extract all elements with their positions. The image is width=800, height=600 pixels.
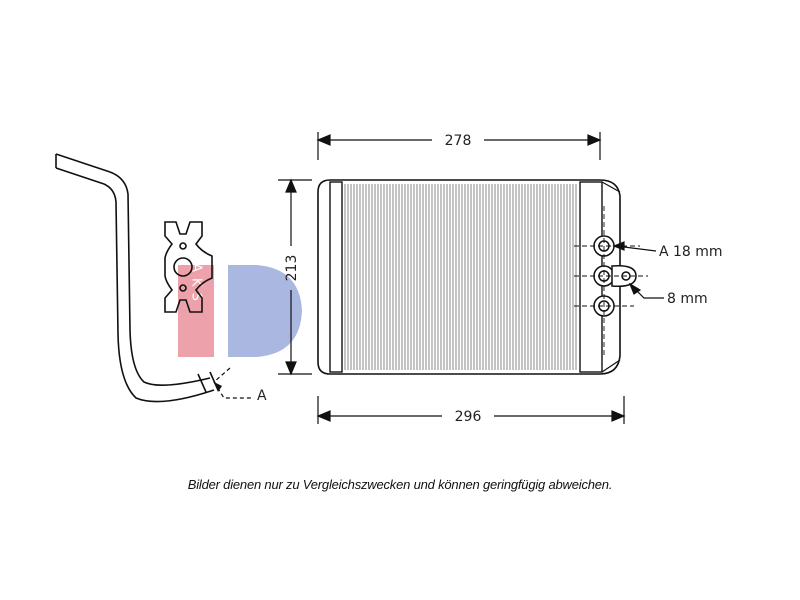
pipe-inner-edge	[55, 167, 215, 403]
dimension-height	[278, 178, 312, 376]
mounting-bracket	[164, 221, 213, 313]
bracket-hole-top	[179, 242, 187, 250]
dimension-bottom-width	[316, 396, 626, 424]
pipe-size-callout	[612, 241, 657, 252]
detail-a-callout: A	[213, 367, 267, 404]
bolt-size-callout	[628, 282, 664, 299]
detail-a-label: A	[257, 388, 267, 404]
detail-a-leader	[213, 367, 252, 399]
radiator-core	[317, 179, 621, 375]
bracket-outline	[164, 221, 213, 313]
core-fins	[344, 184, 577, 370]
port-centerlines	[574, 206, 648, 358]
tank-end-plate	[601, 181, 621, 373]
pipe-size-label: A 18 mm	[659, 244, 723, 260]
pipe-outer-edge	[55, 153, 211, 386]
core-outline	[317, 179, 621, 375]
bolt-size-label: 8 mm	[667, 291, 708, 307]
bracket-hole-bottom	[179, 284, 187, 292]
pipe-coupling	[197, 371, 219, 393]
left-tank	[329, 181, 343, 373]
dimension-top-width	[316, 132, 602, 160]
bracket-hole-center	[173, 257, 193, 277]
disclaimer-caption: Bilder dienen nur zu Vergleichszwecken u…	[187, 477, 613, 492]
dimension-height-label: 213	[284, 255, 300, 282]
detail-a-arrowhead	[214, 382, 222, 392]
watermark-blue-block	[228, 265, 256, 357]
inlet-pipe	[55, 153, 219, 403]
dimension-bottom-width-label: 296	[455, 409, 482, 425]
dimension-top-width-label: 278	[445, 133, 472, 149]
